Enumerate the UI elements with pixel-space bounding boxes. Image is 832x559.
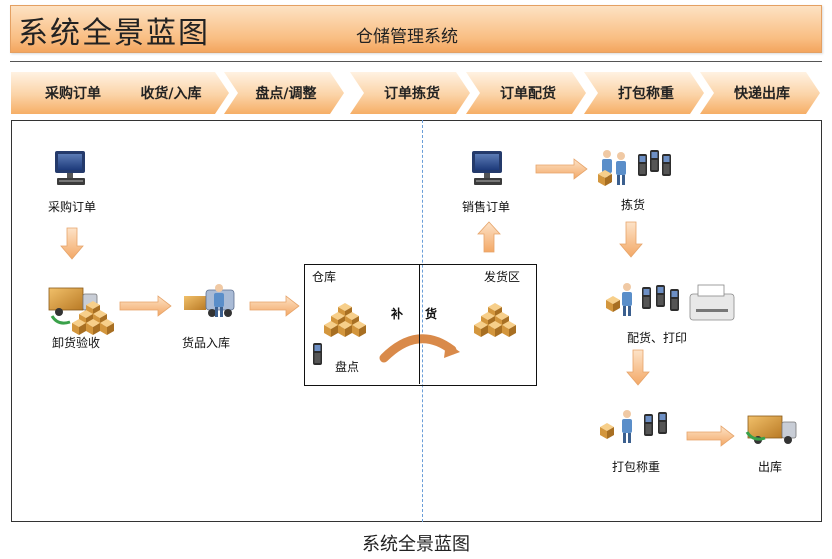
figure-caption: 系统全景蓝图 xyxy=(362,534,470,555)
step-order-picking: 订单拣货 xyxy=(350,72,470,114)
header-rule xyxy=(10,61,822,62)
page-title: 系统全景蓝图 xyxy=(18,16,210,51)
label-pack-weigh: 打包称重 xyxy=(612,460,661,474)
step-receiving: 收货/入库 xyxy=(109,72,229,114)
label-replenish-1: 补 xyxy=(391,307,404,321)
step-express-outbound: 快递出库 xyxy=(700,72,820,114)
computer-icon xyxy=(472,151,502,185)
arrow-down-icon xyxy=(626,349,650,386)
label-shipping-area: 发货区 xyxy=(484,270,521,284)
step-order-allocation: 订单配货 xyxy=(466,72,586,114)
label-picking: 拣货 xyxy=(621,198,646,212)
step-label: 采购订单 xyxy=(45,86,101,102)
arrow-right-icon xyxy=(535,158,588,180)
arrow-right-icon xyxy=(119,295,172,317)
arrow-down-icon xyxy=(60,227,84,260)
step-label: 盘点/调整 xyxy=(255,86,317,102)
green-return-arrow-icon xyxy=(745,431,766,441)
replenish-arrow-icon xyxy=(379,334,457,363)
label-unload-inspect: 卸货验收 xyxy=(52,336,101,350)
warehouse-box xyxy=(304,264,537,386)
diagram-frame xyxy=(11,120,822,522)
label-purchase-order: 采购订单 xyxy=(48,200,97,214)
arrow-up-icon xyxy=(477,221,501,253)
header-banner xyxy=(10,5,822,53)
label-goods-inbound: 货品入库 xyxy=(182,336,231,350)
label-outbound: 出库 xyxy=(758,460,783,474)
picking-workers-icon xyxy=(598,150,671,186)
step-label: 订单拣货 xyxy=(384,86,440,102)
step-label: 订单配货 xyxy=(500,86,556,102)
label-stocktake: 盘点 xyxy=(335,360,360,374)
page-subtitle: 仓储管理系统 xyxy=(356,27,458,47)
allocate-print-icon xyxy=(606,283,735,321)
forklift-icon xyxy=(184,284,235,317)
green-return-arrow-icon xyxy=(50,315,71,325)
packing-weigh-icon xyxy=(600,410,667,443)
computer-icon xyxy=(55,151,85,185)
section-divider xyxy=(422,120,423,522)
label-sales-order: 销售订单 xyxy=(462,200,511,214)
label-allocate-print: 配货、打印 xyxy=(627,331,688,345)
step-stocktake-adjust: 盘点/调整 xyxy=(224,72,344,114)
step-label: 收货/入库 xyxy=(140,86,202,102)
step-label: 快递出库 xyxy=(734,86,790,102)
arrow-right-icon xyxy=(686,425,735,447)
step-label: 打包称重 xyxy=(618,86,674,102)
arrow-down-icon xyxy=(619,221,643,258)
label-replenish-2: 货 xyxy=(425,307,438,321)
warehouse-divider xyxy=(419,264,420,384)
step-purchase-order: 采购订单 xyxy=(11,72,131,114)
step-pack-weigh: 打包称重 xyxy=(584,72,704,114)
label-warehouse: 仓库 xyxy=(312,270,337,284)
arrow-right-icon xyxy=(249,295,300,317)
